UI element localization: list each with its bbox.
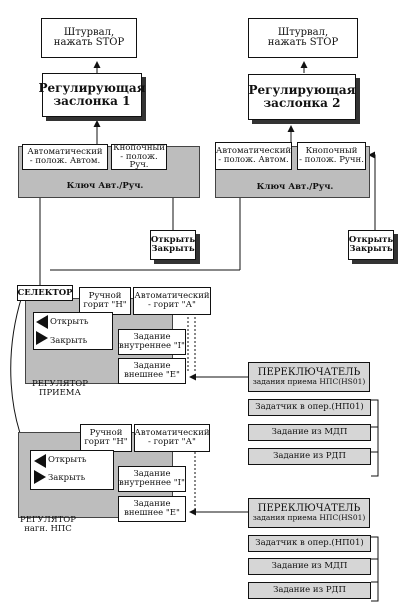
switch-title-1: ПЕРЕКЛЮЧАТЕЛЬ: [257, 366, 361, 378]
rdp-setpoint-1: Задание из РДП: [248, 448, 371, 465]
manual-box-2: Ручной горит "Н": [80, 424, 132, 452]
regulator-name-1: РЕГУЛЯТОР ПРИЕМА: [31, 379, 88, 398]
internal-setpoint-2: Задание внутреннее "I": [118, 466, 186, 492]
mdp-setpoint-1: Задание из МДП: [248, 424, 371, 441]
switch-subtitle-2: задания приема НПС(HS01): [252, 513, 366, 523]
arrow-icons-2: [34, 454, 46, 484]
auto-box-2: Автоматический - горит "А": [134, 424, 210, 452]
open-label-1: Открыть: [50, 317, 89, 327]
external-setpoint-2: Задание внешнее "Е": [118, 496, 186, 522]
auto-mode-box-1: Автоматический - полож. Автом.: [22, 144, 108, 170]
manual-box-1: Ручной горит "Н": [79, 287, 131, 315]
internal-setpoint-1: Задание внутреннее "I": [118, 329, 186, 355]
key-panel-1: [18, 146, 200, 198]
handwheel-box-1: Штурвал, нажать STOP: [41, 18, 137, 58]
regulator-name-2: РЕГУЛЯТОР нагн. НПС: [19, 515, 76, 534]
open-close-control-2: [30, 450, 114, 490]
selector-box: СЕЛЕКТОР: [17, 285, 73, 301]
auto-box-1: Автоматический - горит "А": [133, 287, 211, 315]
close-arrow-icon: [34, 470, 46, 484]
key-label-1: Ключ Авт./Руч.: [66, 181, 144, 191]
close-arrow-icon: [36, 331, 48, 345]
switch-subtitle-1: задания приема НПС(HS01): [252, 377, 366, 387]
arrow-icons-1: [36, 315, 48, 345]
close-label-2: Закрыть: [48, 473, 86, 483]
setpoint-switch-1: ПЕРЕКЛЮЧАТЕЛЬ задания приема НПС(HS01): [248, 362, 370, 392]
operator-setter-1: Задатчик в опер.(HП01): [248, 399, 371, 416]
button-mode-box-2: Кнопочный - полож. Ручн.: [297, 142, 366, 170]
rdp-setpoint-2: Задание из РДП: [248, 582, 371, 599]
mdp-setpoint-2: Задание из МДП: [248, 558, 371, 575]
auto-mode-box-2: Автоматический - полож. Автом.: [215, 142, 292, 170]
open-label-2: Открыть: [48, 455, 87, 465]
key-label-2: Ключ Авт./Руч.: [256, 182, 334, 192]
damper-box-1: Регулирующая заслонка 1: [38, 73, 146, 117]
handwheel-box-2: Штурвал, нажать STOP: [248, 18, 358, 58]
close-label-1: Закрыть: [50, 336, 88, 346]
setpoint-switch-2: ПЕРЕКЛЮЧАТЕЛЬ задания приема НПС(HS01): [248, 498, 370, 528]
open-arrow-icon: [36, 315, 48, 329]
switch-title-2: ПЕРЕКЛЮЧАТЕЛЬ: [257, 502, 361, 514]
open-close-box-2: Открыть Закрыть: [348, 230, 394, 260]
external-setpoint-1: Задание внешнее "Е": [118, 358, 186, 384]
operator-setter-2: Задатчик в опер.(HП01): [248, 535, 371, 552]
button-mode-box-1: Кнопочный - полож. Руч.: [111, 143, 167, 170]
open-close-box-1: Открыть Закрыть: [150, 230, 196, 260]
damper-box-2: Регулирующая заслонка 2: [248, 74, 356, 120]
open-arrow-icon: [34, 454, 46, 468]
